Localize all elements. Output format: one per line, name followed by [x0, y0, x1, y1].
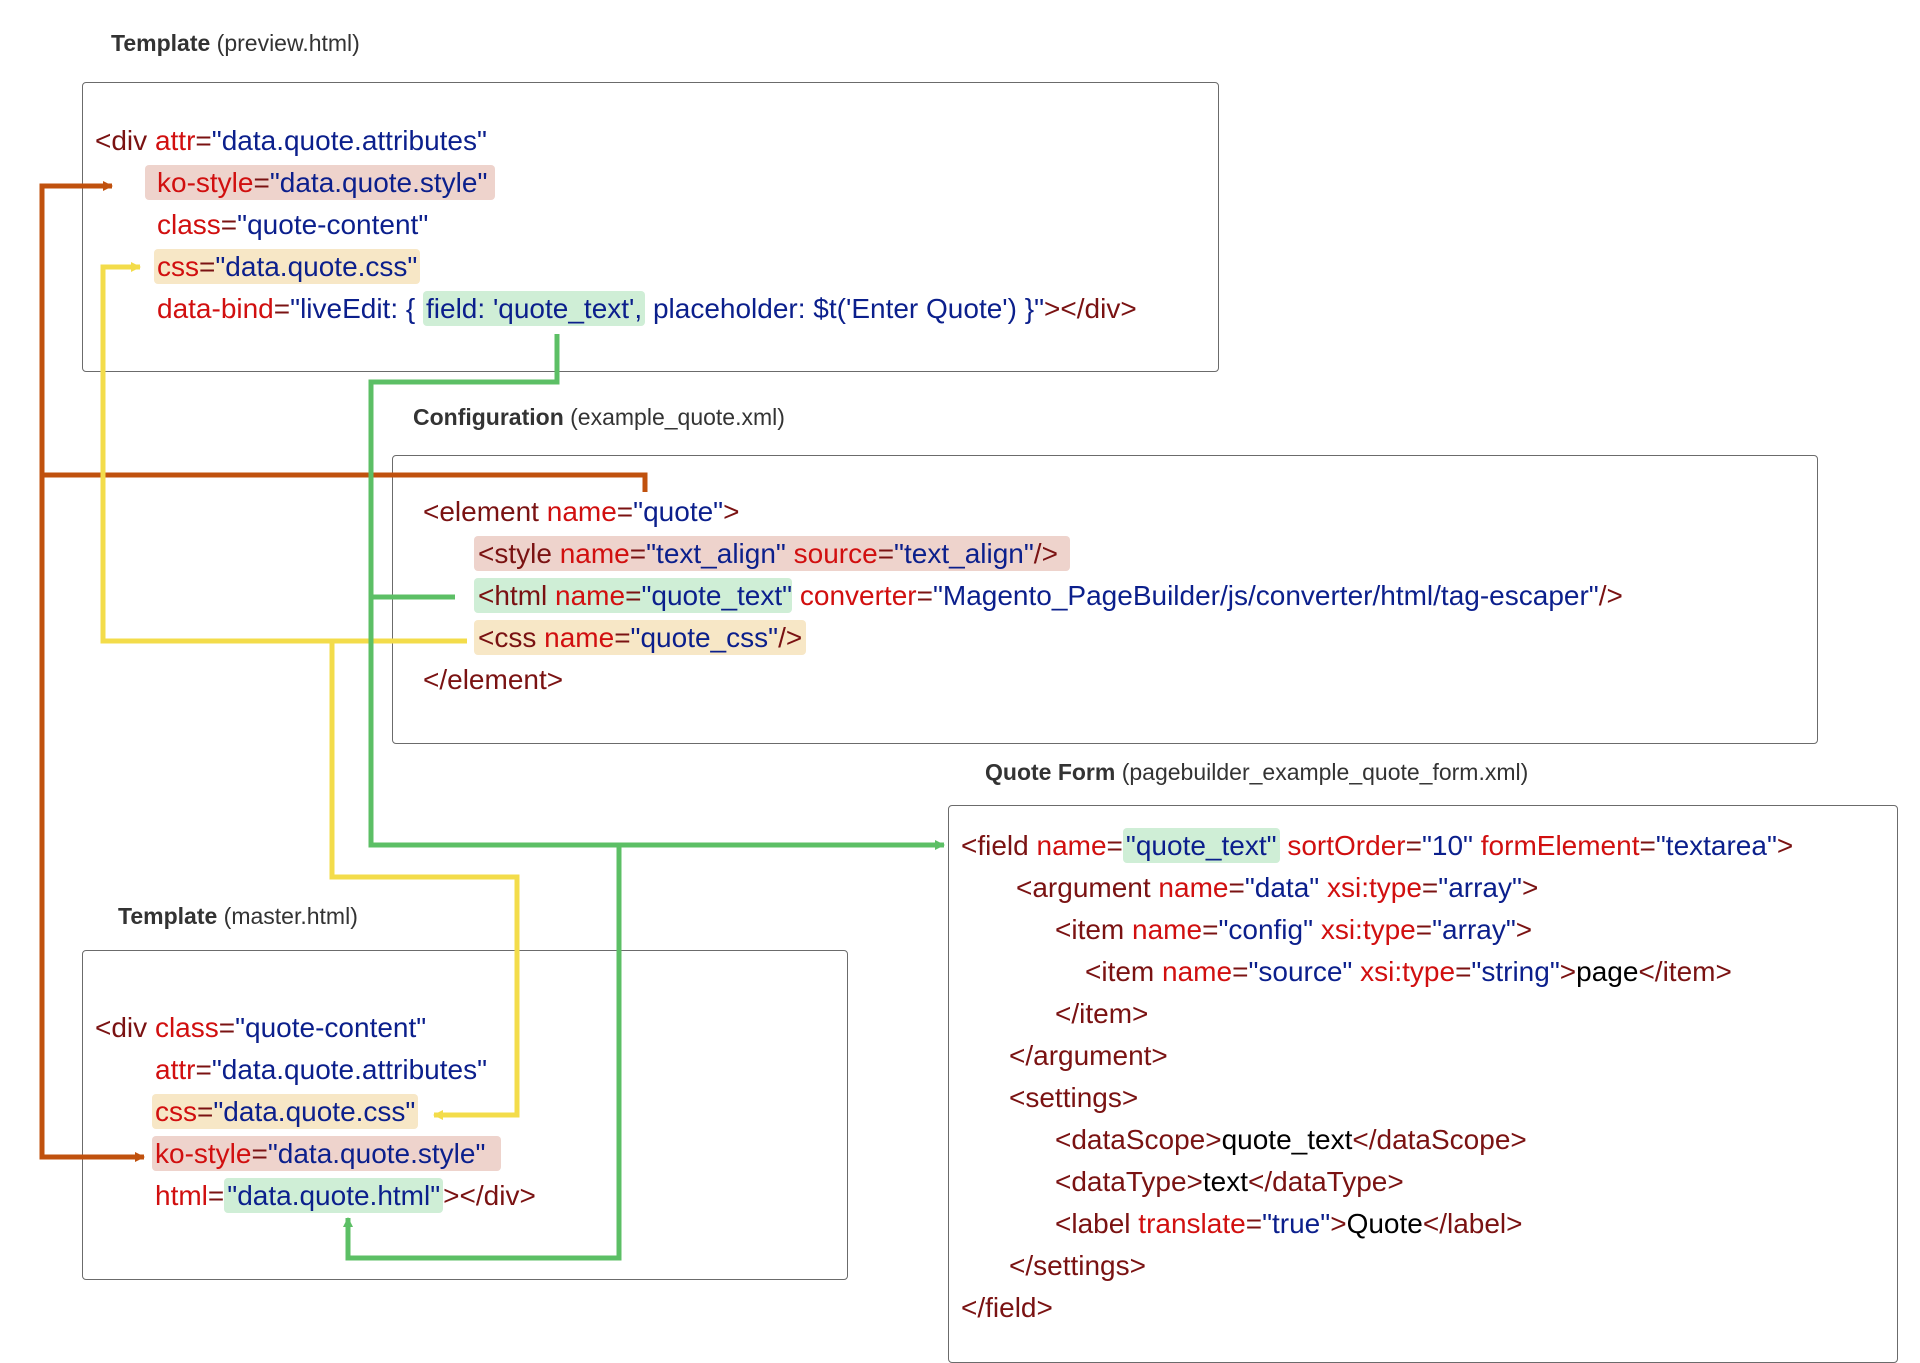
master-line-1: <div class="quote-content" — [95, 1012, 427, 1043]
preview-title: Template (preview.html) — [111, 30, 360, 57]
config-html-highlight: <html name="quote_text" — [474, 578, 793, 613]
master-line-3: css="data.quote.css" — [152, 1092, 419, 1132]
form-line-12: </field> — [961, 1292, 1053, 1323]
preview-css-highlight: css="data.quote.css" — [154, 249, 421, 284]
config-line-2: <style name="text_align" source="text_al… — [474, 534, 1070, 574]
config-line-4: <css name="quote_css"/> — [474, 618, 807, 658]
master-ko-style-highlight: ko-style="data.quote.style" — [152, 1136, 502, 1171]
preview-line-1: <div attr="data.quote.attributes" — [95, 125, 487, 156]
config-style-highlight: <style name="text_align" source="text_al… — [474, 536, 1070, 571]
master-line-2: attr="data.quote.attributes" — [155, 1054, 488, 1085]
form-title-file: (pagebuilder_example_quote_form.xml) — [1121, 759, 1529, 785]
config-title: Configuration (example_quote.xml) — [413, 404, 785, 431]
preview-line-4: css="data.quote.css" — [154, 247, 421, 287]
form-line-2: <argument name="data" xsi:type="array"> — [1016, 872, 1539, 903]
form-line-1: <field name="quote_text" sortOrder="10" … — [961, 828, 1794, 863]
preview-title-name: Template — [111, 30, 211, 56]
master-line-5: html="data.quote.html"></div> — [155, 1178, 536, 1213]
preview-line-2: ko-style="data.quote.style" — [145, 163, 496, 203]
master-html-highlight: "data.quote.html" — [224, 1178, 444, 1213]
preview-line-3: class="quote-content" — [157, 209, 429, 240]
master-line-4: ko-style="data.quote.style" — [152, 1134, 502, 1174]
form-title: Quote Form (pagebuilder_example_quote_fo… — [985, 759, 1528, 786]
config-line-5: </element> — [423, 664, 564, 695]
preview-field-highlight: field: 'quote_text', — [423, 291, 646, 326]
config-title-file: (example_quote.xml) — [570, 404, 785, 430]
form-line-6: </argument> — [1009, 1040, 1168, 1071]
master-title: Template (master.html) — [118, 903, 358, 930]
form-title-name: Quote Form — [985, 759, 1116, 785]
preview-title-file: (preview.html) — [216, 30, 360, 56]
master-css-highlight: css="data.quote.css" — [152, 1094, 419, 1129]
form-field-name-highlight: "quote_text" — [1122, 828, 1280, 863]
config-line-3: <html name="quote_text" converter="Magen… — [474, 576, 1623, 616]
config-line-1: <element name="quote"> — [423, 496, 740, 527]
form-line-10: <label translate="true">Quote</label> — [1055, 1208, 1523, 1239]
master-title-file: (master.html) — [223, 903, 358, 929]
master-title-name: Template — [118, 903, 218, 929]
form-line-11: </settings> — [1009, 1250, 1146, 1281]
config-css-highlight: <css name="quote_css"/> — [474, 620, 807, 655]
config-title-name: Configuration — [413, 404, 564, 430]
form-line-9: <dataType>text</dataType> — [1055, 1166, 1404, 1197]
form-line-5: </item> — [1055, 998, 1149, 1029]
form-line-8: <dataScope>quote_text</dataScope> — [1055, 1124, 1527, 1155]
form-line-7: <settings> — [1009, 1082, 1139, 1113]
form-line-4: <item name="source" xsi:type="string">pa… — [1085, 956, 1732, 987]
preview-ko-style-highlight: ko-style="data.quote.style" — [145, 165, 496, 200]
form-line-3: <item name="config" xsi:type="array"> — [1055, 914, 1533, 945]
preview-line-5: data-bind="liveEdit: { field: 'quote_tex… — [157, 291, 1137, 326]
